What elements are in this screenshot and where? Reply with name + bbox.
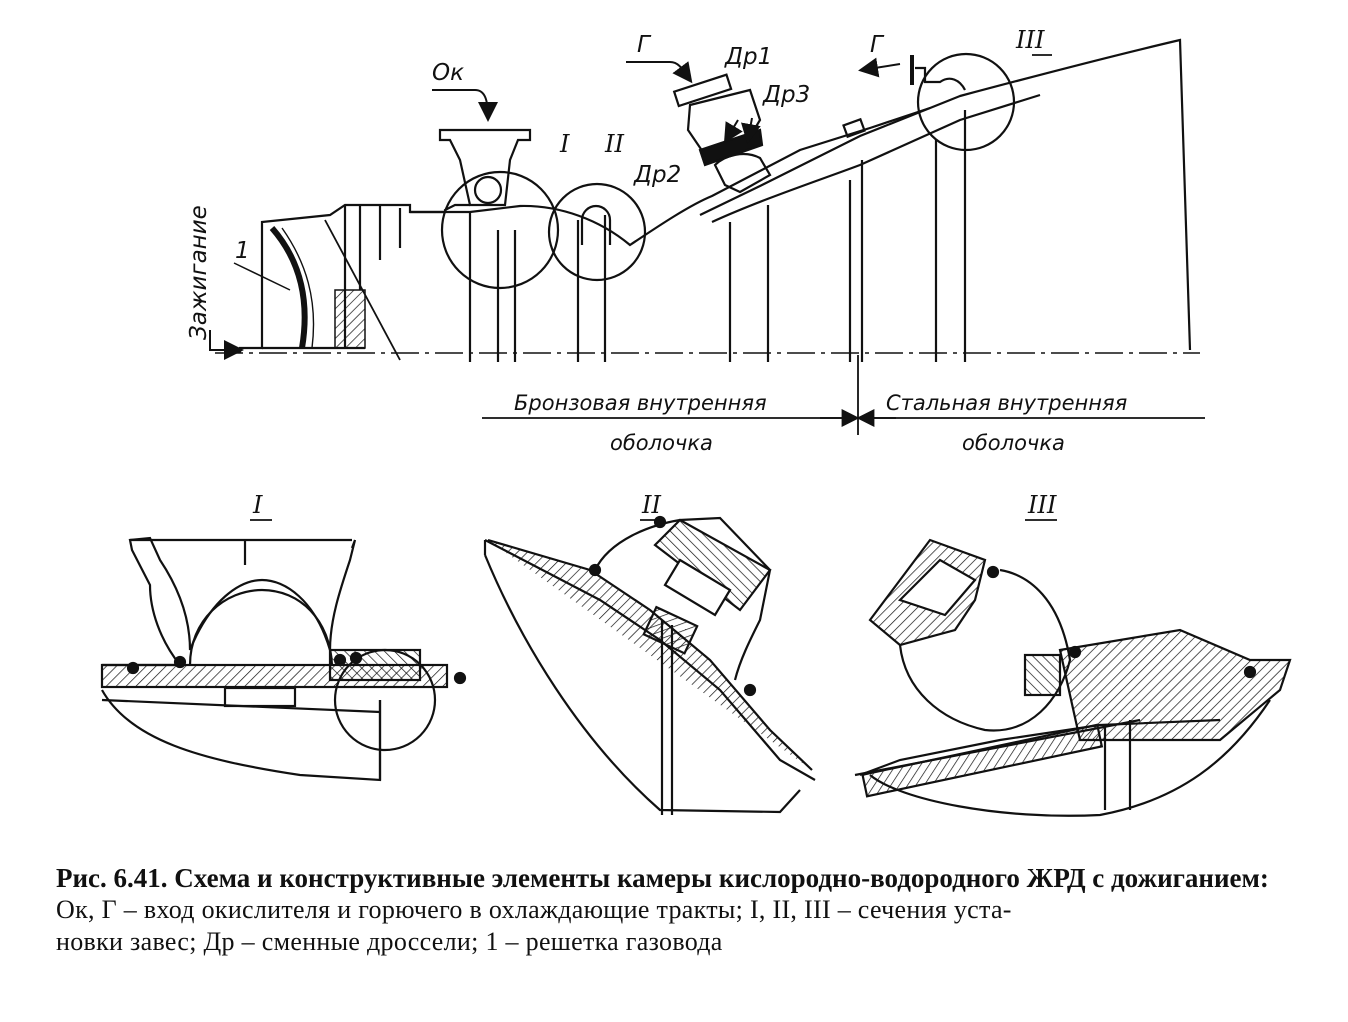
part-1-label: 1 (235, 238, 250, 264)
section-I-label: I (559, 130, 570, 158)
detail-I-title: I (252, 491, 263, 519)
steel-shell-label-2: оболочка (962, 431, 1065, 455)
section-II-label: II (604, 130, 624, 158)
bronze-shell-label-2: оболочка (610, 431, 713, 455)
figure-caption: Рис. 6.41. Схема и конструктивные элемен… (56, 862, 1316, 958)
throttle-dr3-label: Др3 (762, 82, 810, 108)
gas-grid (269, 226, 308, 349)
chamber-schematic (215, 38, 1200, 362)
fuel-label-right: Г (870, 32, 885, 58)
caption-legend-line-2: новки завес; Др – сменные дроссели; 1 – … (56, 927, 723, 956)
flow-arrows (209, 57, 901, 360)
steel-shell-label-1: Стальная внутренняя (886, 391, 1127, 415)
fuel-arrow-right (858, 57, 901, 78)
shell-dividers (250, 54, 1205, 521)
ignition-label: Зажигание (186, 205, 212, 340)
caption-legend-line-1: Ок, Г – вход окислителя и горючего в охл… (56, 895, 1012, 924)
caption-title: Рис. 6.41. Схема и конструктивные элемен… (56, 863, 1269, 893)
detail-II-title: II (641, 491, 661, 519)
detail-III (854, 538, 1292, 817)
fuel-label-top: Г (637, 32, 652, 58)
oxidizer-label: Ок (432, 60, 464, 86)
throttle-dr1-label: Др1 (724, 44, 772, 70)
detail-I (100, 536, 467, 782)
section-III-label: III (1015, 26, 1045, 54)
fuel-arrow-top (626, 61, 693, 84)
bronze-shell-label-1: Бронзовая внутренняя (514, 391, 767, 415)
oxidizer-arrow (432, 89, 498, 122)
detail-II (483, 515, 816, 815)
ignition-arrow (209, 330, 244, 360)
detail-III-title: III (1027, 491, 1057, 519)
throttle-dr2-label: Др2 (633, 162, 681, 188)
